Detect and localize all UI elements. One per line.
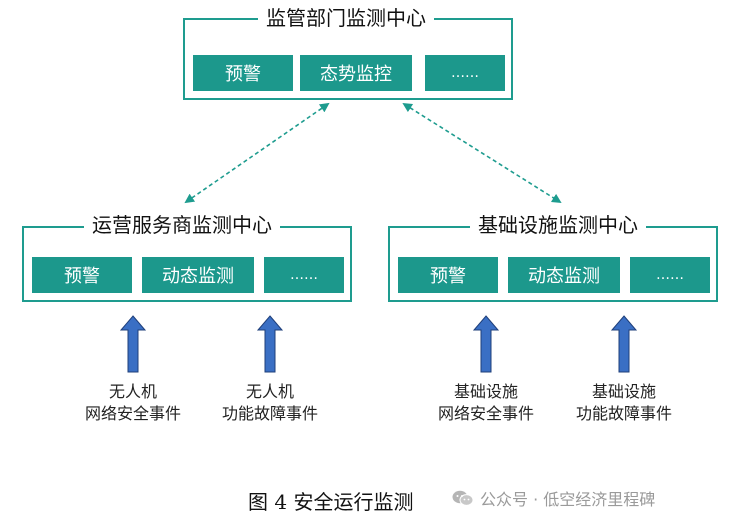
left-panel-title: 运营服务商监测中心 <box>84 213 280 237</box>
right-box-dynamic-monitoring: 动态监测 <box>508 257 620 293</box>
top-box-more: …… <box>425 55 505 91</box>
top-panel-title: 监管部门监测中心 <box>258 6 434 30</box>
up-arrow-3 <box>472 315 500 373</box>
up-arrow-2 <box>256 315 284 373</box>
wechat-icon <box>452 489 474 507</box>
input-4-line2: 功能故障事件 <box>575 404 672 423</box>
right-box-more: …… <box>630 257 710 293</box>
up-arrow-1 <box>119 315 147 373</box>
watermark: 公众号 · 低空经济里程碑 <box>452 486 655 510</box>
input-3-line1: 基础设施 <box>453 382 518 401</box>
input-2-line1: 无人机 <box>245 382 294 401</box>
right-to-top-bidirectional-arrow <box>402 102 562 204</box>
left-to-top-bidirectional-arrow <box>184 102 330 204</box>
figure-caption: 图 4 安全运行监测 <box>248 490 414 514</box>
watermark-text: 公众号 · 低空经济里程碑 <box>480 490 656 509</box>
up-arrow-4 <box>610 315 638 373</box>
left-box-more: …… <box>264 257 344 293</box>
input-3-line2: 网络安全事件 <box>437 404 534 423</box>
left-box-dynamic-monitoring: 动态监测 <box>142 257 254 293</box>
left-box-warning: 预警 <box>32 257 132 293</box>
top-box-warning: 预警 <box>193 55 293 91</box>
input-1-line2: 网络安全事件 <box>84 404 181 423</box>
top-box-situation-monitoring: 态势监控 <box>300 55 412 91</box>
right-panel-title: 基础设施监测中心 <box>470 213 646 237</box>
right-box-warning: 预警 <box>398 257 498 293</box>
input-1-line1: 无人机 <box>108 382 157 401</box>
input-4-line1: 基础设施 <box>591 382 656 401</box>
input-2-line2: 功能故障事件 <box>221 404 318 423</box>
